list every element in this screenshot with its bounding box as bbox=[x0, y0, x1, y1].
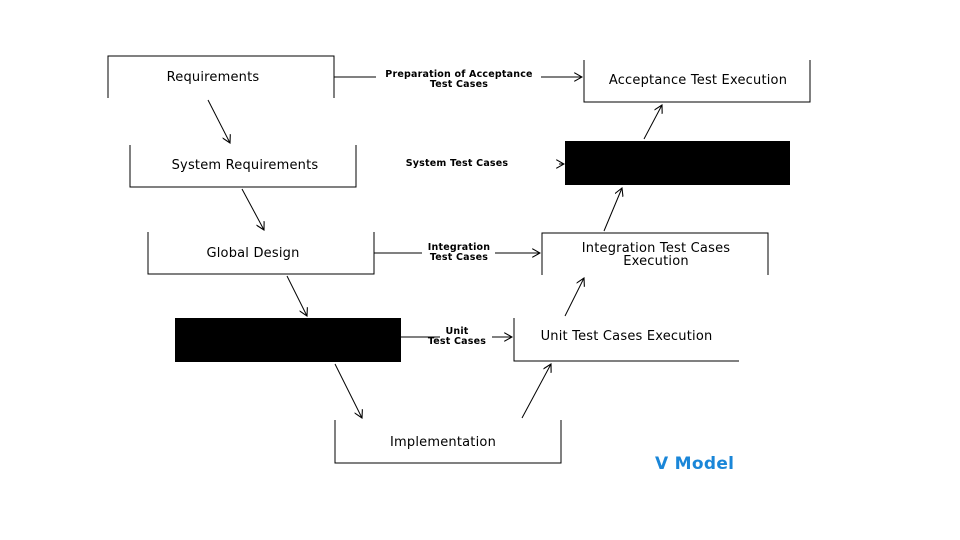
connector-label-integration: Integration Test Cases bbox=[427, 242, 491, 263]
connector-label-system: System Test Cases bbox=[405, 158, 509, 169]
unit-test-execution-label: Unit Test Cases Execution bbox=[540, 328, 713, 344]
implementation-box: Implementation bbox=[338, 431, 548, 453]
integration-box-border bbox=[541, 232, 769, 275]
arrow-detailed-to-impl bbox=[334, 363, 362, 418]
system-test-box-border bbox=[565, 141, 790, 185]
implementation-label: Implementation bbox=[389, 434, 497, 450]
system-test-execution-label: System Test Execution bbox=[603, 155, 754, 171]
implementation-box-border bbox=[334, 420, 562, 464]
connector-label-acceptance: Preparation of Acceptance Test Cases bbox=[385, 69, 533, 90]
system-test-execution-box: System Test Execution bbox=[566, 152, 791, 174]
connector-label-unit: Unit Test Cases bbox=[427, 326, 487, 347]
arrow-integration-to-system bbox=[603, 188, 622, 232]
system-requirements-label: System Requirements bbox=[171, 157, 319, 173]
arrow-impl-to-unit bbox=[521, 364, 551, 419]
integration-test-execution-box: Integration Test Cases Execution bbox=[542, 240, 770, 270]
global-design-label: Global Design bbox=[206, 245, 300, 261]
requirements-box: Requirements bbox=[108, 66, 318, 88]
arrow-system-to-acceptance bbox=[643, 105, 662, 140]
integration-test-execution-label: Integration Test Cases Execution bbox=[581, 241, 731, 269]
detailed-design-box: Detialed Design bbox=[180, 328, 390, 350]
arrow-unit-to-integration bbox=[564, 278, 584, 317]
system-requirements-box-border bbox=[129, 145, 357, 188]
acceptance-test-execution-label: Acceptance Test Execution bbox=[608, 72, 788, 88]
requirements-label: Requirements bbox=[166, 69, 260, 85]
acceptance-box-border bbox=[583, 60, 811, 103]
diagram-title: V Model bbox=[655, 454, 735, 474]
arrow-req-to-sysreq bbox=[207, 99, 230, 143]
detailed-design-box-border bbox=[175, 318, 401, 362]
arrow-sysreq-to-global bbox=[241, 188, 264, 230]
detailed-design-label: Detialed Design bbox=[231, 331, 339, 347]
arrow-global-to-detailed bbox=[286, 275, 307, 316]
global-design-box: Global Design bbox=[148, 242, 358, 264]
unit-test-execution-box: Unit Test Cases Execution bbox=[514, 325, 739, 347]
unit-test-box-border bbox=[513, 318, 739, 362]
acceptance-test-execution-box: Acceptance Test Execution bbox=[584, 69, 812, 91]
system-requirements-box: System Requirements bbox=[140, 154, 350, 176]
